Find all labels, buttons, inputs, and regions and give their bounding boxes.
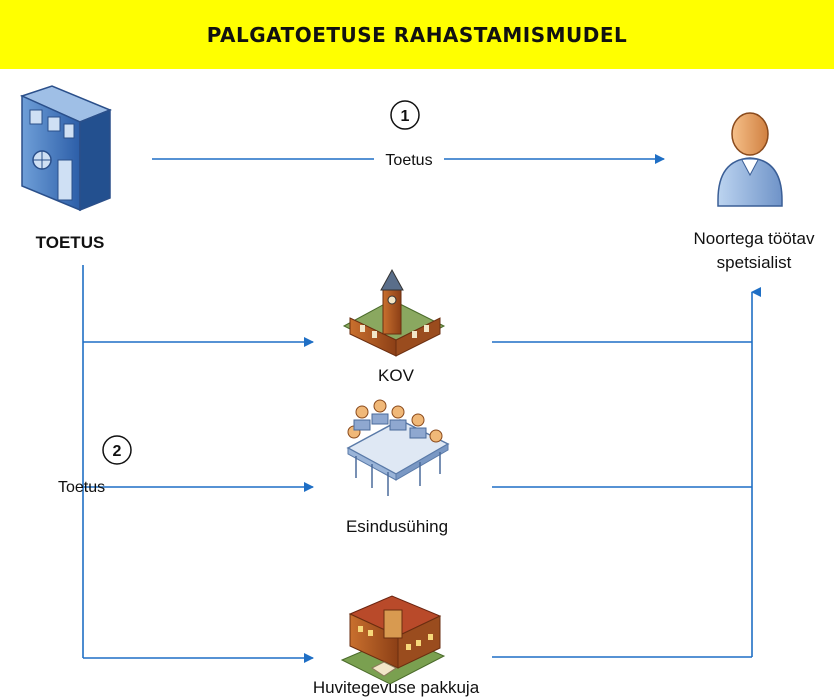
route1-number-badge <box>390 100 420 130</box>
office-building-icon <box>19 85 112 212</box>
recipient-label-line1: Noortega töötav <box>694 229 815 248</box>
meeting-group-icon <box>346 399 450 496</box>
huvitegevuse-label: Huvitegevuse pakkuja <box>313 678 480 697</box>
route1-number: 1 <box>401 108 410 125</box>
esindusuhing-label: Esindusühing <box>346 517 448 536</box>
route2-number-badge <box>102 435 132 465</box>
town-hall-icon <box>342 268 446 357</box>
route2-label: Toetus <box>58 479 105 496</box>
source-label: TOETUS <box>36 233 105 252</box>
recipient-label-line2: spetsialist <box>717 253 792 272</box>
route2-number: 2 <box>113 443 122 460</box>
route1-label: Toetus <box>385 152 432 169</box>
school-building-icon <box>340 595 446 685</box>
diagram-title: PALGATOETUSE RAHASTAMISMUDEL <box>0 0 834 69</box>
kov-label: KOV <box>378 366 415 385</box>
person-icon <box>717 112 783 207</box>
